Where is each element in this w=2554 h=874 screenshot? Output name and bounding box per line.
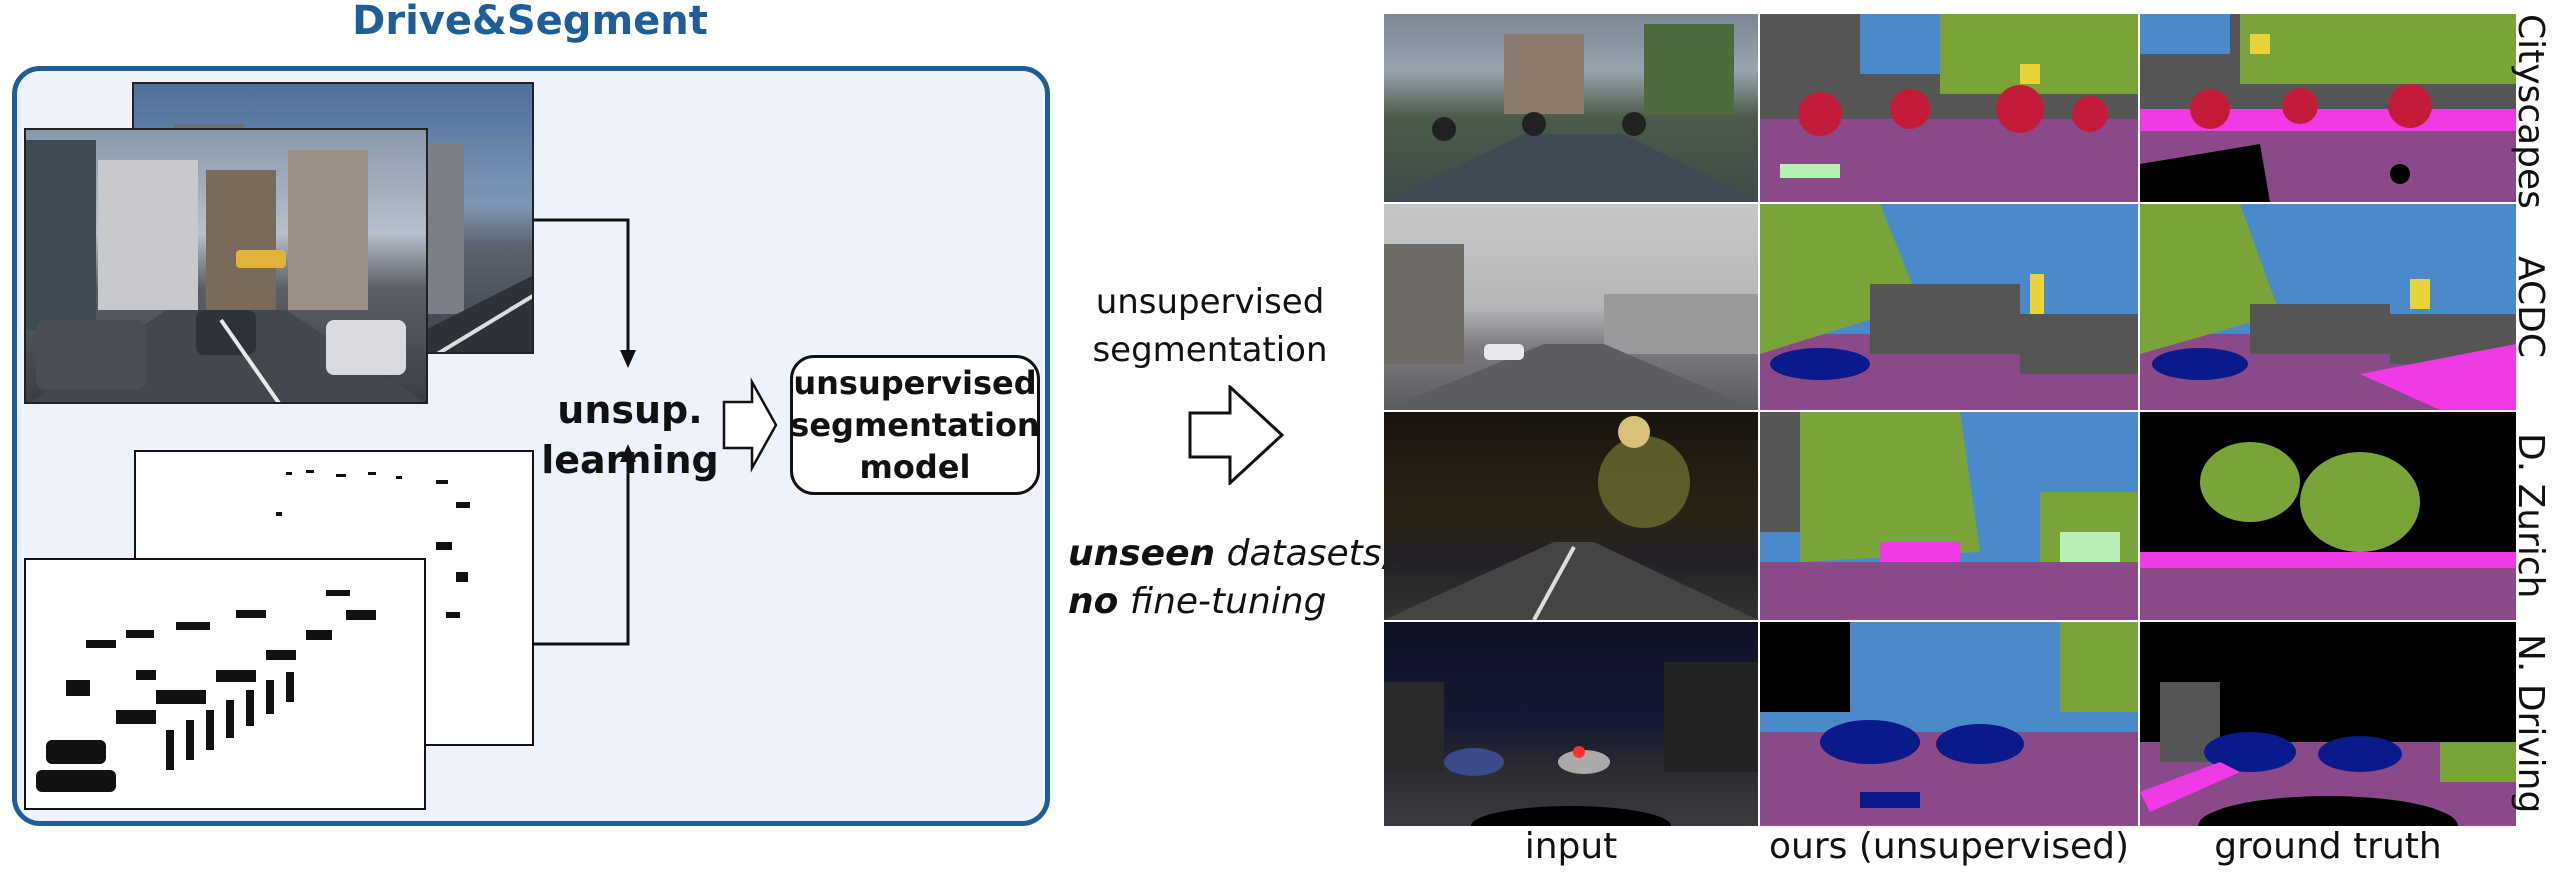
gt-cityscapes-drawing	[2140, 14, 2516, 202]
gt-dzurich	[2140, 412, 2516, 620]
unsup-learning-label: unsup. learning	[530, 385, 730, 485]
model-line1: unsupervised	[790, 362, 1039, 404]
gt-dzurich-drawing	[2140, 412, 2516, 620]
unsup-learning-line2: learning	[530, 435, 730, 485]
column-label-ours: ours (unsupervised)	[1760, 826, 2138, 867]
row-label-ndriving: N. Driving	[2510, 622, 2551, 826]
unsup-learning-line1: unsup.	[530, 385, 730, 435]
input-acdc	[1384, 204, 1758, 410]
input-acdc-drawing	[1384, 204, 1758, 410]
big-right-arrow	[1188, 385, 1288, 485]
ours-acdc	[1760, 204, 2138, 410]
gt-acdc-drawing	[2140, 204, 2516, 410]
input-cityscapes-drawing	[1384, 14, 1758, 202]
model-line2: segmentation	[790, 404, 1039, 446]
input-dzurich	[1384, 412, 1758, 620]
gt-acdc	[2140, 204, 2516, 410]
no-word: no	[1068, 581, 1118, 622]
input-ndriving-drawing	[1384, 622, 1758, 826]
ours-ndriving-drawing	[1760, 622, 2138, 826]
unseen-word: unseen	[1068, 533, 1215, 574]
gt-cityscapes	[2140, 14, 2516, 202]
ours-cityscapes-drawing	[1760, 14, 2138, 202]
column-label-ground-truth: ground truth	[2140, 826, 2516, 867]
input-dzurich-drawing	[1384, 412, 1758, 620]
input-cityscapes	[1384, 14, 1758, 202]
ours-cityscapes	[1760, 14, 2138, 202]
unseen-datasets-label: unseen datasets, no fine-tuning	[1068, 530, 1398, 626]
column-label-input: input	[1384, 826, 1758, 867]
unsup-seg-line2: segmentation	[1060, 326, 1360, 374]
gt-ndriving	[2140, 622, 2516, 826]
row-label-cityscapes: Cityscapes	[2510, 14, 2551, 202]
gt-ndriving-drawing	[2140, 622, 2516, 826]
unsup-seg-line1: unsupervised	[1060, 278, 1360, 326]
unsupervised-segmentation-label: unsupervised segmentation	[1060, 278, 1360, 374]
ours-ndriving	[1760, 622, 2138, 826]
row-label-acdc: ACDC	[2510, 204, 2551, 410]
ours-acdc-drawing	[1760, 204, 2138, 410]
fine-tuning-word: fine-tuning	[1118, 581, 1326, 622]
ours-dzurich	[1760, 412, 2138, 620]
row-label-dzurich: D. Zurich	[2510, 412, 2551, 620]
input-ndriving	[1384, 622, 1758, 826]
datasets-word: datasets,	[1215, 533, 1393, 574]
ours-dzurich-drawing	[1760, 412, 2138, 620]
model-line3: model	[790, 446, 1039, 488]
segmentation-model-box: unsupervised segmentation model	[790, 355, 1040, 495]
